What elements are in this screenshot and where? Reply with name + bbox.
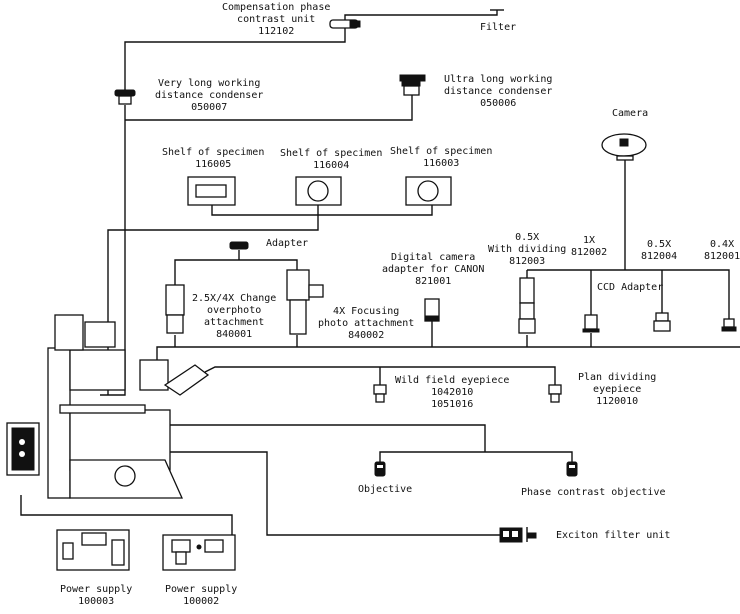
line-eyepiece-bus <box>204 366 556 385</box>
line-objectives <box>379 451 573 462</box>
ccd-04x-icon <box>721 318 737 332</box>
power-supply-100003-icon <box>56 529 130 571</box>
label-ultra-long-condenser: Ultra long working distance condenser 05… <box>444 74 553 109</box>
label-ccd-04x: 0.4X 812001 <box>704 239 740 262</box>
camera-icon <box>601 133 647 161</box>
label-exciton-filter-unit: Exciton filter unit <box>556 530 671 541</box>
shelf-116004-icon <box>295 176 342 206</box>
line-adapter-bus <box>174 259 298 285</box>
plan-dividing-eyepiece-icon <box>548 384 562 403</box>
line-shelves-bus <box>211 205 433 216</box>
label-power-supply-100002: Power supply 100002 <box>165 584 238 607</box>
label-dividing-05x: 0.5X With dividing 812003 <box>488 232 567 267</box>
label-power-supply-100003: Power supply 100003 <box>60 584 133 607</box>
objective-icon <box>374 461 386 477</box>
adapter-icon <box>229 241 249 250</box>
compensation-phase-unit-icon <box>329 19 361 29</box>
label-adapter: Adapter <box>266 238 309 249</box>
power-supply-100002-icon <box>162 534 236 571</box>
shelf-116003-icon <box>405 176 452 206</box>
line-shelves-to-scope <box>107 215 319 395</box>
very-long-condenser-icon <box>114 89 136 105</box>
line-ultra-condenser <box>125 95 413 121</box>
line-exciton <box>115 451 500 536</box>
label-canon-adapter: Digital camera adapter for CANON 821001 <box>382 252 485 287</box>
label-compensation-phase-unit: Compensation phase contrast unit 112102 <box>222 2 331 37</box>
line-compensation-to-condenser <box>124 28 346 95</box>
line-photo-bus <box>156 346 740 360</box>
ccd-05x-icon <box>653 312 671 332</box>
exciton-filter-unit-icon <box>499 527 537 543</box>
label-very-long-condenser: Very long working distance condenser 050… <box>155 78 264 113</box>
label-filter: Filter <box>480 22 517 33</box>
ccd-1x-icon <box>582 314 600 333</box>
shelf-116005-icon <box>187 176 236 206</box>
focusing-photo-icon <box>286 269 324 335</box>
label-ccd-adapter: CCD Adapter <box>597 282 664 293</box>
label-camera: Camera <box>612 108 649 119</box>
line-objective-bus <box>70 424 486 452</box>
ultra-long-condenser-icon <box>399 74 426 96</box>
change-overphoto-icon <box>165 284 185 334</box>
microscope-body <box>6 314 210 499</box>
label-objective: Objective <box>358 484 413 495</box>
label-shelf-116004: Shelf of specimen 116004 <box>280 148 383 171</box>
label-shelf-116005: Shelf of specimen 116005 <box>162 147 265 170</box>
label-shelf-116003: Shelf of specimen 116003 <box>390 146 493 169</box>
label-change-overphoto: 2.5X/4X Change overphoto attachment 8400… <box>192 293 277 340</box>
label-phase-contrast-objective: Phase contrast objective <box>521 487 666 498</box>
dividing-05x-icon <box>518 277 536 334</box>
line-power <box>20 495 233 535</box>
label-focusing-photo: 4X Focusing photo attachment 840002 <box>318 306 415 341</box>
wild-field-eyepiece-icon <box>373 384 387 403</box>
phase-contrast-objective-icon <box>566 461 578 477</box>
label-plan-dividing-eyepiece: Plan dividing eyepiece 1120010 <box>578 372 657 407</box>
line-compensation-to-filter <box>344 10 498 20</box>
label-wild-field-eyepiece: Wild field eyepiece 1042010 1051016 <box>395 375 510 410</box>
label-ccd-05x: 0.5X 812004 <box>641 239 678 262</box>
label-ccd-1x: 1X 812002 <box>571 235 608 258</box>
canon-adapter-icon <box>424 298 440 322</box>
line-ccd-bus <box>527 269 730 320</box>
